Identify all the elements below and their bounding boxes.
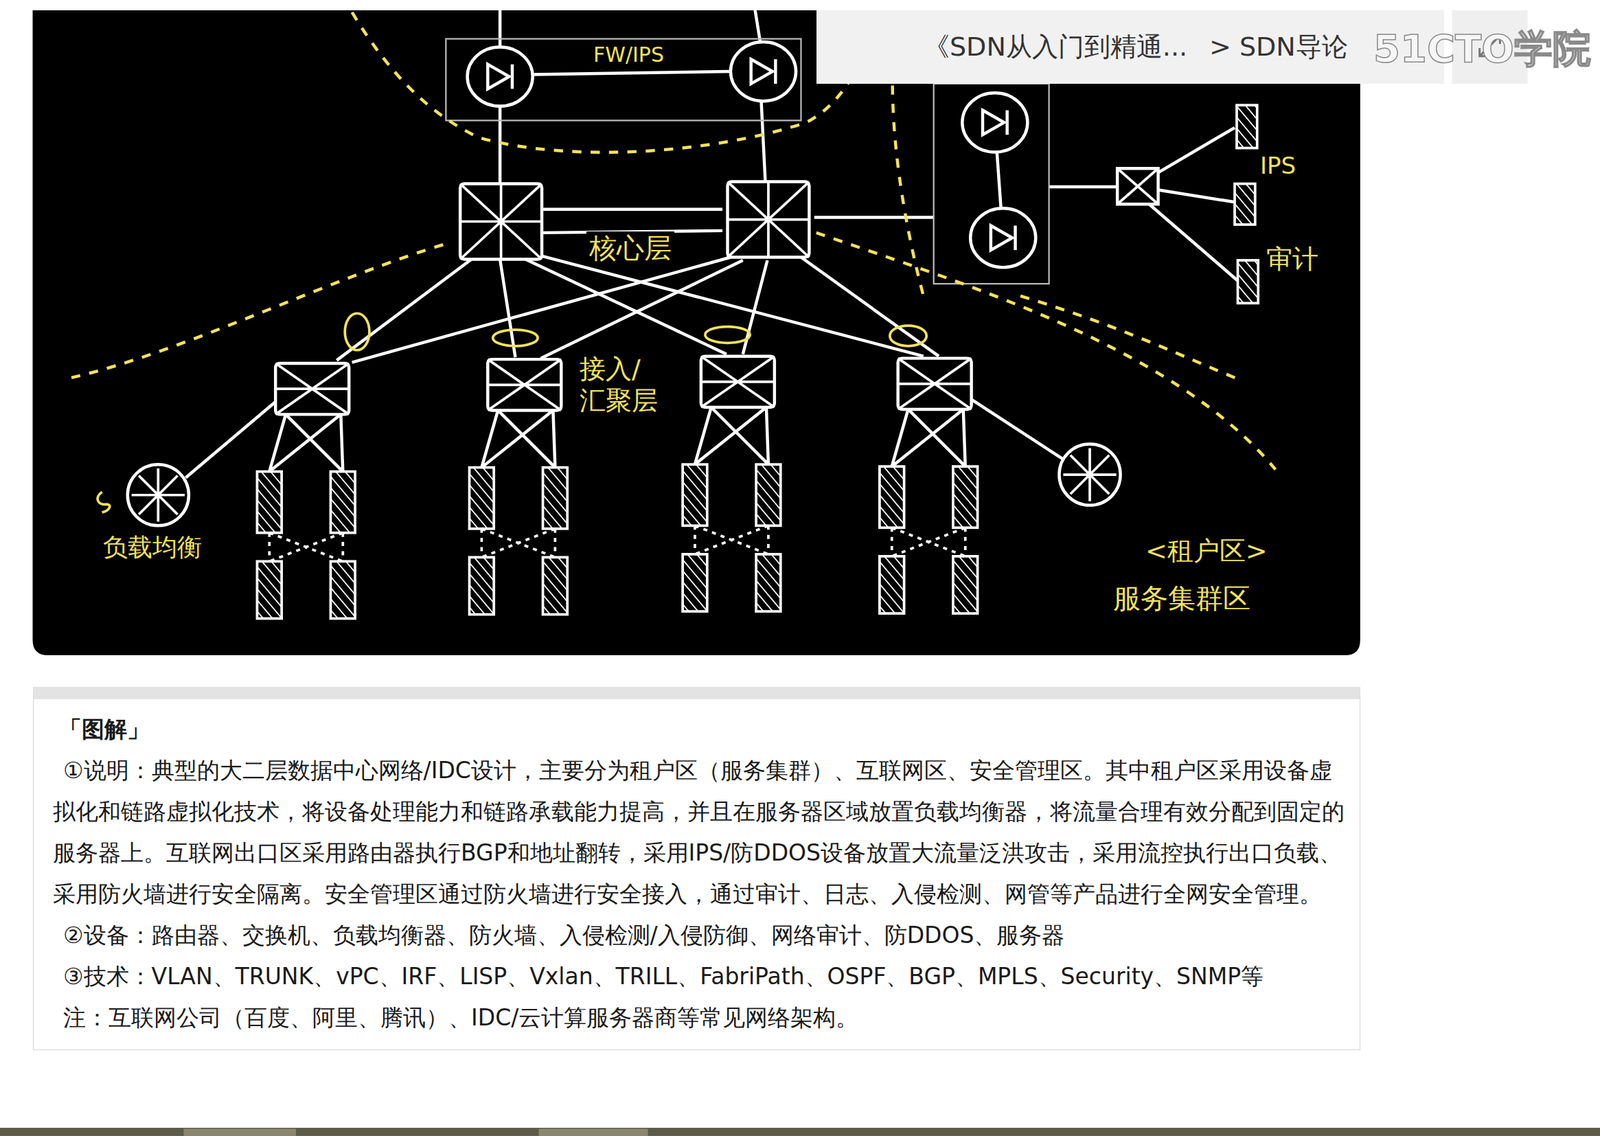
security-switch bbox=[1117, 105, 1259, 303]
load-balancers bbox=[127, 443, 1121, 526]
breadcrumb-bar: 《SDN从入门到精通... > SDN导论 bbox=[816, 10, 1445, 84]
layer-label: 接入/汇聚层 bbox=[576, 353, 664, 417]
explanation-panel: 「图解」①说明：典型的大二层数据中心网络/IDC设计，主要分为租户区（服务集群）… bbox=[32, 686, 1361, 1050]
zone-label: 服务集群区 bbox=[1110, 581, 1254, 615]
device-label: IPS bbox=[1257, 151, 1299, 180]
zone-label: FW/IPS bbox=[590, 42, 667, 68]
device-label: 负载均衡 bbox=[100, 532, 205, 562]
firewall-box bbox=[445, 39, 801, 121]
panel-note: 注：互联网公司（百度、阿里、腾讯）、IDC/云计算服务器商等常见网络架构。 bbox=[52, 997, 1351, 1039]
panel-paragraph: ③技术：VLAN、TRUNK、vPC、IRF、LISP、Vxlan、TRILL、… bbox=[52, 955, 1351, 998]
device-label: 审计 bbox=[1263, 243, 1322, 276]
breadcrumb-chapter: > SDN导论 bbox=[1209, 29, 1348, 65]
status-bar bbox=[0, 1127, 1600, 1136]
zone-label: <租户区> bbox=[1142, 535, 1271, 568]
security-box bbox=[933, 83, 1050, 284]
link-aggregation-marks bbox=[97, 313, 927, 513]
watermark: 51CTO学院 bbox=[1373, 27, 1592, 71]
panel-heading: 「图解」 bbox=[52, 708, 1351, 750]
panel-paragraph: ①说明：典型的大二层数据中心网络/IDC设计，主要分为租户区（服务集群）、互联网… bbox=[52, 749, 1351, 915]
breadcrumb-book: 《SDN从入门到精通... bbox=[923, 29, 1188, 65]
layer-label: 核心层 bbox=[586, 231, 675, 265]
black-board bbox=[32, 10, 1361, 656]
panel-paragraph: ②设备：路由器、交换机、负载均衡器、防火墙、入侵检测/入侵防御、网络审计、防DD… bbox=[52, 914, 1351, 956]
